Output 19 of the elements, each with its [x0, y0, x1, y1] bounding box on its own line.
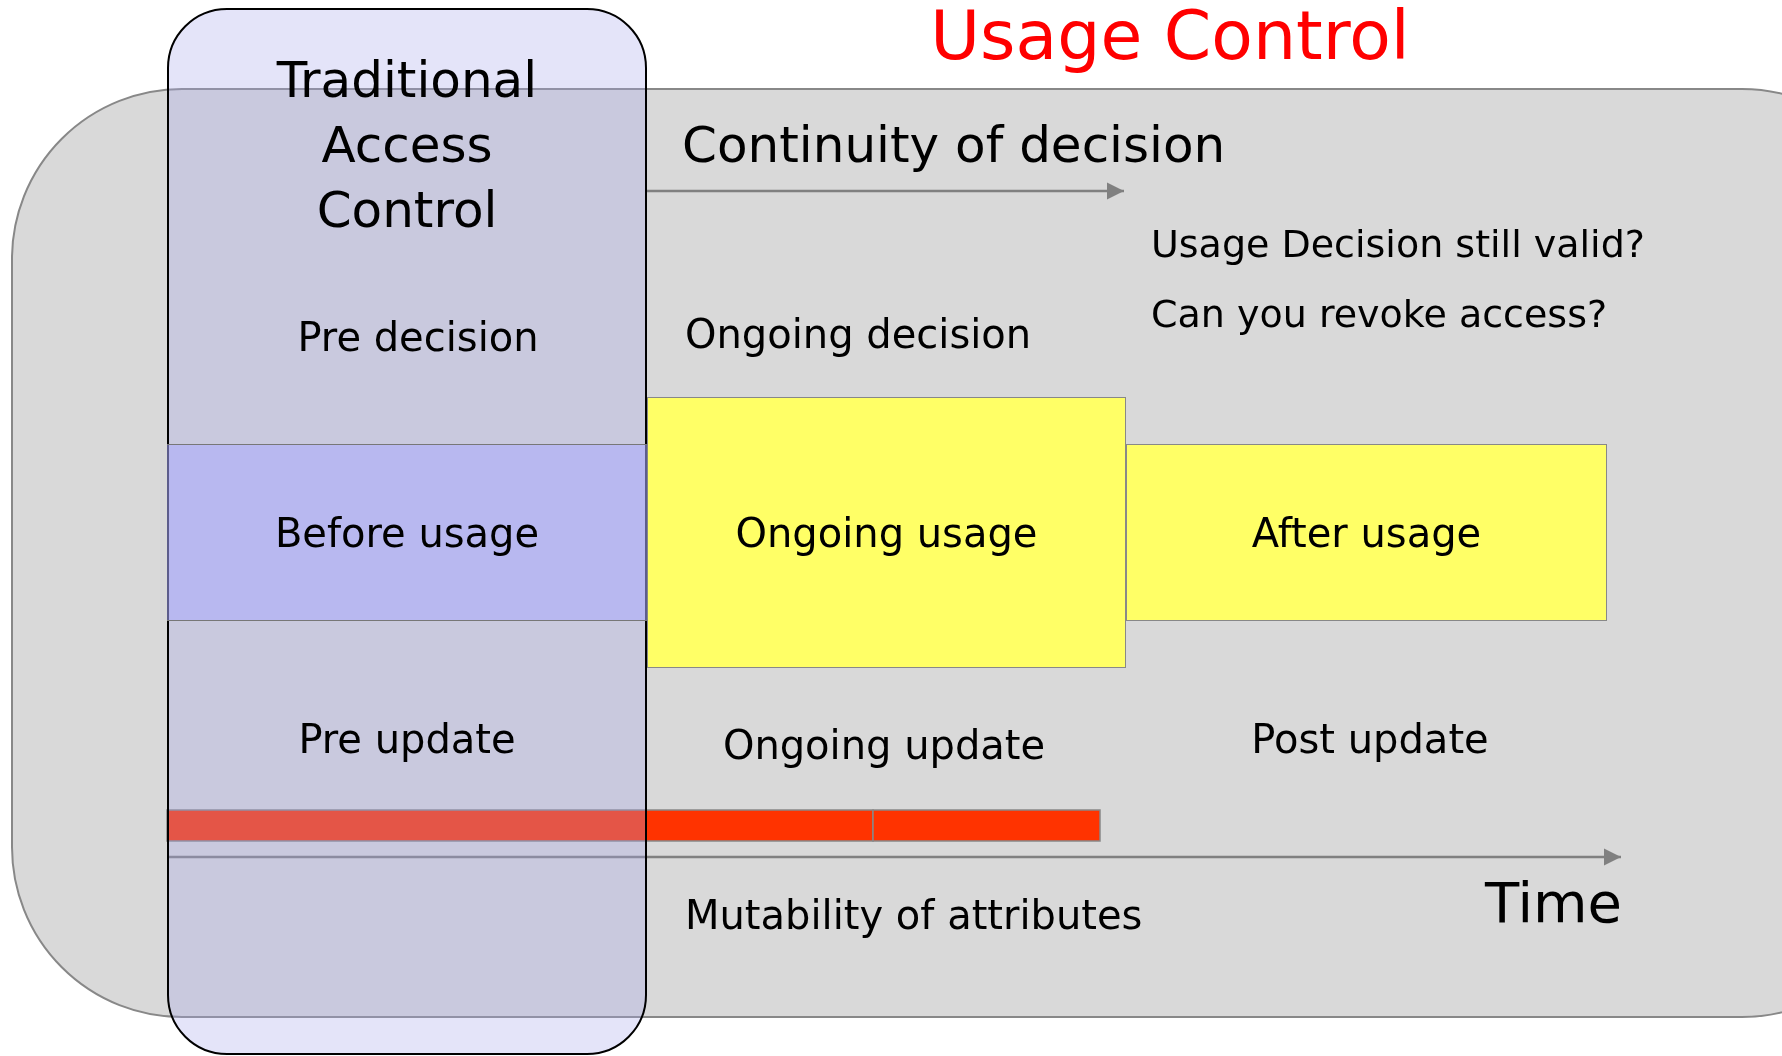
column-panel	[167, 8, 647, 1055]
column-heading: Traditional Access Control	[275, 50, 539, 241]
stage-label: Ongoing usage	[735, 508, 1038, 558]
stage-label: After usage	[1251, 508, 1482, 558]
text-label: Pre decision	[297, 314, 539, 360]
stage-label: Before usage	[274, 508, 540, 558]
text-label: Mutability of attributes	[685, 892, 1143, 938]
text-label: Pre update	[298, 716, 516, 762]
text-label: Ongoing update	[722, 722, 1046, 768]
stage-box	[1126, 444, 1607, 621]
text-label: Ongoing decision	[685, 311, 1032, 357]
text-label: Time	[1485, 870, 1623, 935]
stage-box	[647, 397, 1126, 668]
title: Usage Control	[929, 0, 1411, 75]
text-label: Continuity of decision	[682, 116, 1226, 174]
text-label: Can you revoke access?	[1151, 292, 1608, 336]
stage-band	[167, 444, 647, 621]
text-label: Post update	[1251, 716, 1489, 762]
text-label: Usage Decision still valid?	[1151, 222, 1645, 266]
